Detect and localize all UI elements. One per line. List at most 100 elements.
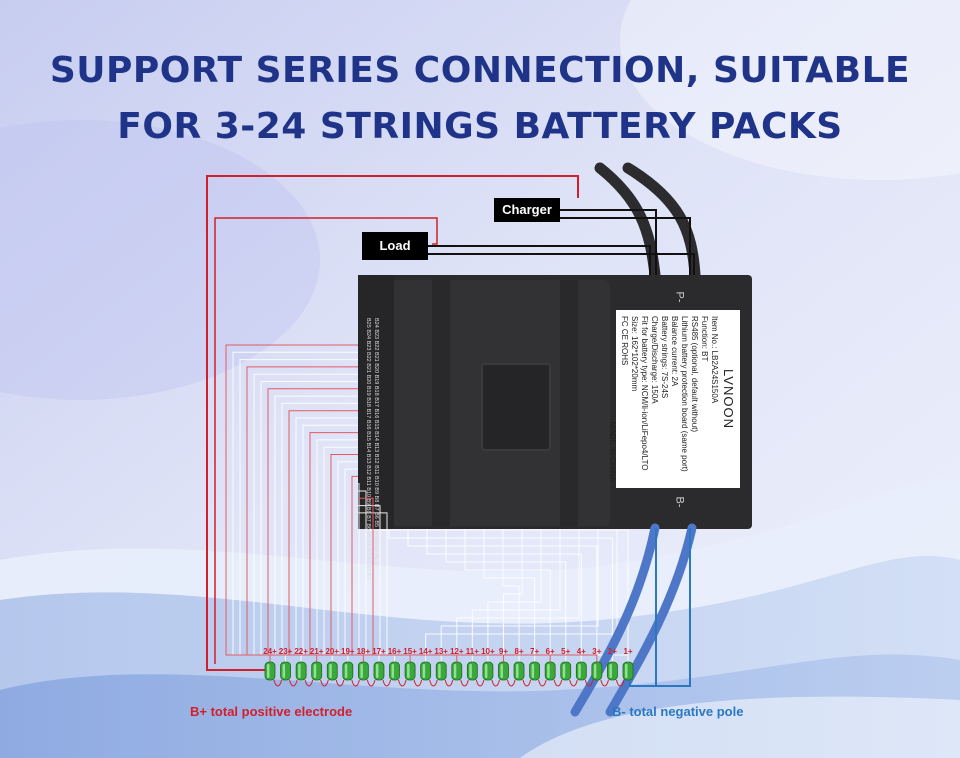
balance-lead	[309, 432, 458, 662]
pin-labels-row-1: B24 B23 B22 B21 B20 B19 B18 B17 B16 B15 …	[373, 318, 379, 568]
battery-cell	[280, 661, 291, 681]
series-link	[398, 679, 407, 687]
balance-lead-lower	[483, 529, 536, 655]
page-title-line-2: FOR 3-24 STRINGS BATTERY PACKS	[117, 106, 843, 147]
spec-line: RS485 (optional, default without)	[690, 316, 699, 433]
cell-label: 14+	[418, 647, 433, 656]
load-tag: Load	[362, 232, 428, 260]
series-link	[273, 679, 283, 687]
b-plus-legend: B+ total positive electrode	[190, 704, 353, 719]
cell-label: 21+	[309, 647, 324, 656]
cell-label: 2+	[607, 647, 617, 656]
battery-cell	[513, 661, 525, 681]
cell-label: 4+	[576, 647, 586, 656]
battery-cell-highlight	[391, 664, 395, 678]
series-link	[538, 679, 547, 687]
balance-pin-strip: B24 B23 B22 B21 B20 B19 B18 B17 B16 B15 …	[358, 318, 380, 580]
battery-cell-highlight	[422, 664, 426, 678]
load-wire-2	[428, 253, 695, 276]
balance-leads-red	[225, 344, 598, 662]
series-link	[615, 679, 625, 687]
spec-line: Item No.: LB2A24S150A	[710, 316, 719, 404]
battery-cell	[435, 661, 447, 681]
balance-lead-lower	[407, 529, 598, 655]
balance-lead-lower	[425, 529, 618, 655]
battery-cell	[560, 661, 572, 681]
spec-line: Lithium battery protection board (same p…	[680, 316, 689, 472]
battery-cell-highlight	[267, 664, 270, 678]
series-link	[569, 679, 578, 687]
battery-cell-highlight	[609, 664, 612, 678]
battery-cell	[389, 661, 400, 681]
battery-cell-highlight	[500, 664, 503, 678]
cell-label: 23+	[278, 647, 293, 656]
series-link	[460, 679, 469, 687]
balance-lead-lower	[456, 529, 580, 655]
cell-label: 8+	[514, 647, 524, 656]
cell-label: 16+	[387, 647, 402, 656]
battery-cell-highlight	[531, 664, 535, 678]
cell-label: 22+	[294, 647, 308, 656]
spec-line: Function: BT	[700, 316, 709, 362]
cell-label: 19+	[341, 647, 355, 656]
cell-label: 12+	[449, 647, 464, 656]
spec-line: Balance current: 2A	[670, 316, 679, 387]
balance-lead	[330, 454, 504, 662]
series-link	[584, 679, 594, 687]
battery-cell	[622, 661, 634, 681]
series-link	[444, 679, 454, 687]
battery-cell-highlight	[593, 664, 597, 678]
positive-wire-main	[206, 175, 579, 671]
cell-label: 15+	[403, 647, 417, 656]
balance-lead-lower	[388, 529, 613, 655]
battery-cell	[295, 661, 307, 681]
battery-cell-highlight	[469, 664, 472, 678]
battery-cell	[264, 661, 276, 681]
battery-cell	[544, 661, 556, 681]
series-link	[382, 679, 392, 687]
charger-tag: Charger	[494, 198, 560, 222]
balance-lead	[351, 475, 551, 662]
battery-cell-highlight	[375, 664, 379, 678]
battery-cell	[575, 661, 587, 681]
balance-lead	[225, 344, 358, 662]
battery-cells	[264, 661, 634, 687]
balance-lead	[246, 366, 358, 662]
negative-cable-1	[570, 523, 660, 717]
series-link	[522, 679, 532, 687]
balance-lead-lower	[464, 529, 551, 655]
cell-label: 5+	[561, 647, 571, 656]
balance-lead	[253, 373, 358, 662]
battery-cell-highlight	[360, 664, 363, 678]
series-link	[304, 679, 314, 687]
series-link	[335, 679, 345, 687]
spec-line: Fit for battery type: NCM/li-ion/LiFepo4…	[640, 316, 649, 471]
charger-wire-2	[560, 217, 691, 276]
battery-cell	[466, 661, 478, 681]
cell-label: 3+	[592, 647, 602, 656]
battery-cell-highlight	[313, 664, 317, 678]
balance-lead	[288, 410, 411, 662]
balance-lead-lower	[471, 529, 561, 655]
b-minus-legend: B- total negative pole	[612, 704, 744, 719]
balance-lead-lower	[502, 529, 523, 655]
pole-b-minus: B-	[673, 496, 686, 508]
battery-cell	[420, 661, 432, 681]
balance-lead-lower	[369, 529, 629, 655]
series-link	[553, 679, 563, 687]
battery-cell	[373, 661, 385, 681]
series-link	[475, 679, 485, 687]
spec-line: Battery strings: 7S-24S	[660, 316, 669, 399]
battery-cell	[498, 661, 509, 681]
cell-label: 20+	[325, 647, 340, 656]
cell-label: 1+	[623, 647, 633, 656]
page-title-line-1: SUPPORT SERIES CONNECTION, SUITABLE	[49, 50, 911, 91]
battery-cell-highlight	[407, 664, 410, 678]
balance-lead	[267, 388, 364, 662]
cell-label: 17+	[372, 647, 386, 656]
bms-board-groove-2	[560, 280, 578, 526]
spec-line: Size: 162*102*20mm	[630, 316, 639, 392]
